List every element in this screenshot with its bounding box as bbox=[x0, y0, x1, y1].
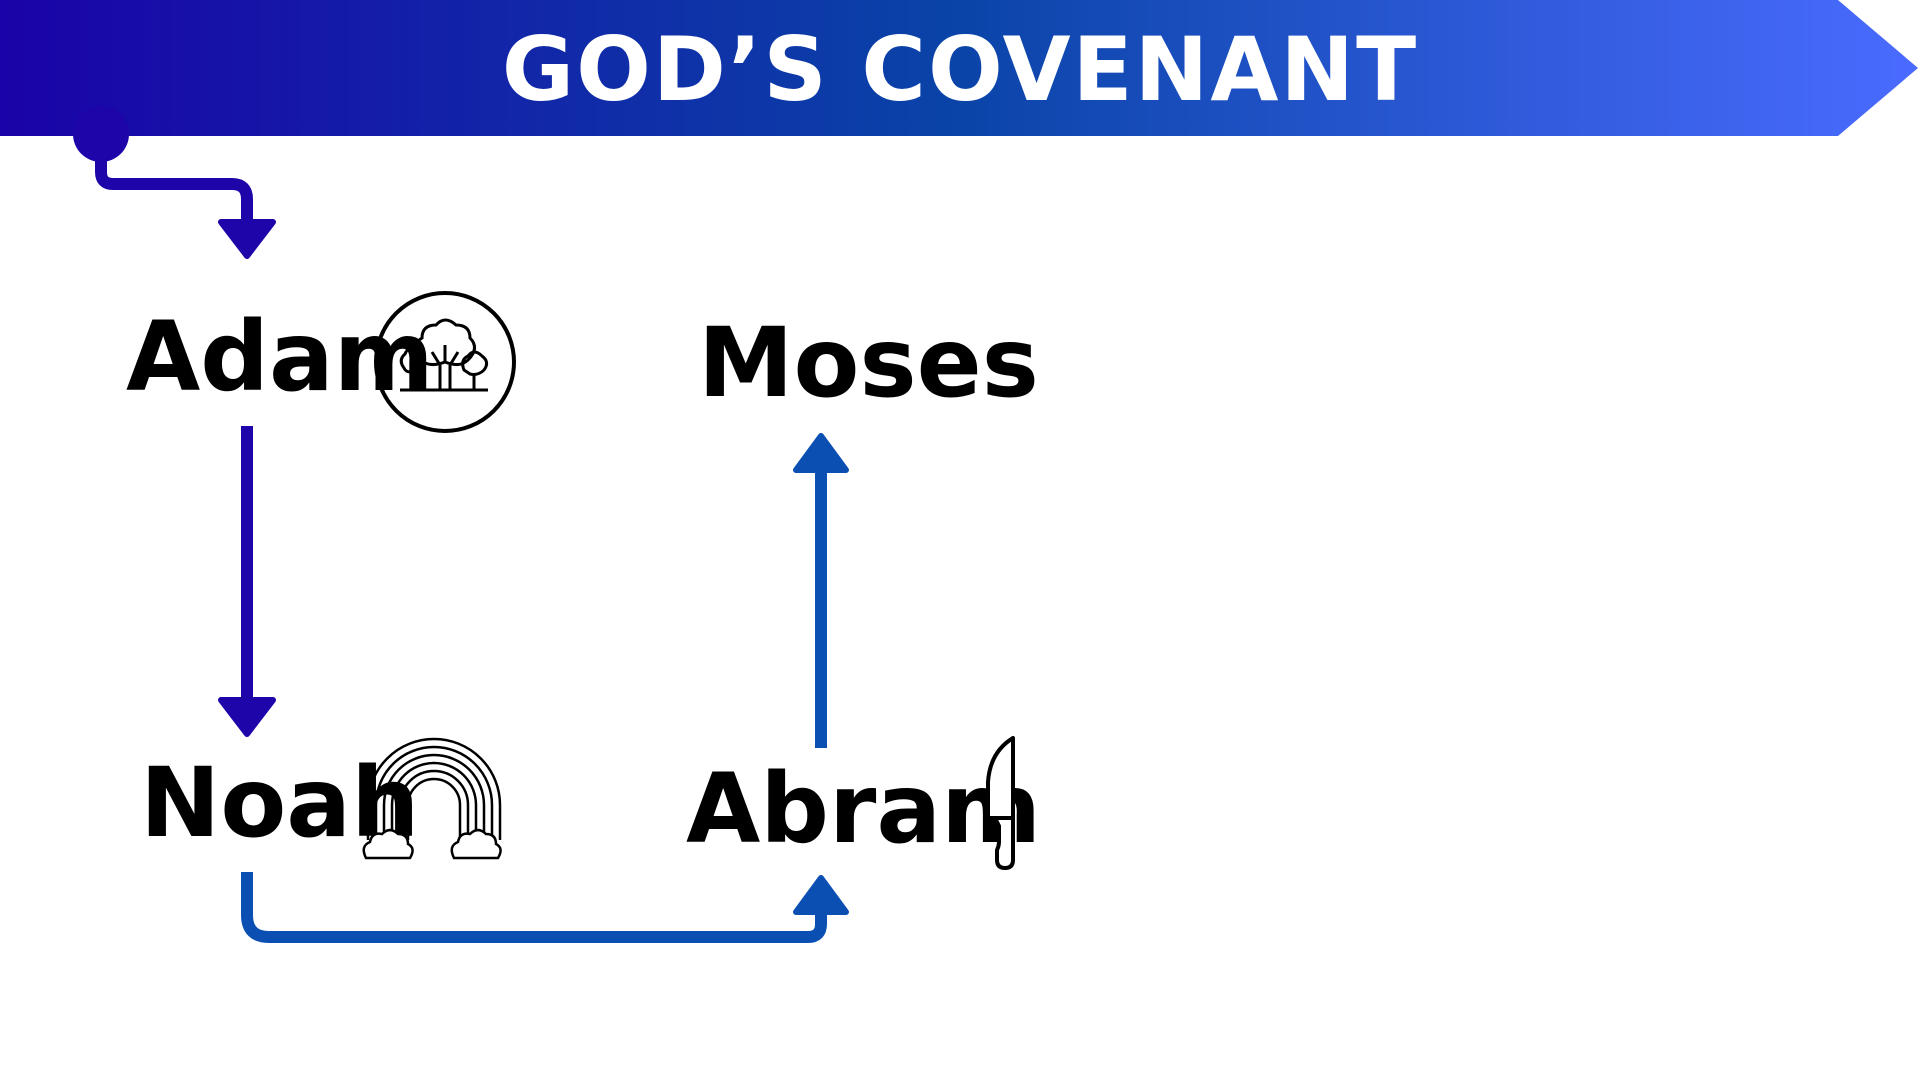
arrow-abram-moses-head bbox=[793, 433, 849, 473]
arrow-adam-to-noah bbox=[218, 426, 276, 737]
arrow-noah-abram-line bbox=[241, 872, 827, 943]
title-banner: GOD’S COVENANT bbox=[0, 0, 1918, 136]
arrow-noah-abram-head bbox=[793, 875, 849, 915]
start-arrowhead bbox=[218, 219, 276, 259]
arrow-abram-to-moses bbox=[793, 433, 849, 748]
page-title: GOD’S COVENANT bbox=[502, 18, 1418, 121]
arrow-adam-noah-head bbox=[218, 697, 276, 737]
node-abram: Abram bbox=[686, 736, 1041, 870]
banner-arrow-shape bbox=[0, 0, 1918, 136]
node-adam: Adam bbox=[126, 291, 516, 433]
node-label-abram: Abram bbox=[686, 753, 1041, 865]
start-connector bbox=[73, 106, 276, 259]
node-moses: Moses bbox=[698, 307, 1039, 419]
node-label-adam: Adam bbox=[126, 301, 434, 413]
node-noah: Noah bbox=[140, 737, 502, 860]
rainbow-icon bbox=[362, 737, 502, 860]
node-label-moses: Moses bbox=[698, 307, 1039, 419]
start-connector-line bbox=[95, 134, 253, 232]
tree-icon bbox=[374, 291, 516, 433]
knife-icon bbox=[986, 736, 1015, 870]
arrow-noah-to-abram bbox=[241, 872, 849, 943]
